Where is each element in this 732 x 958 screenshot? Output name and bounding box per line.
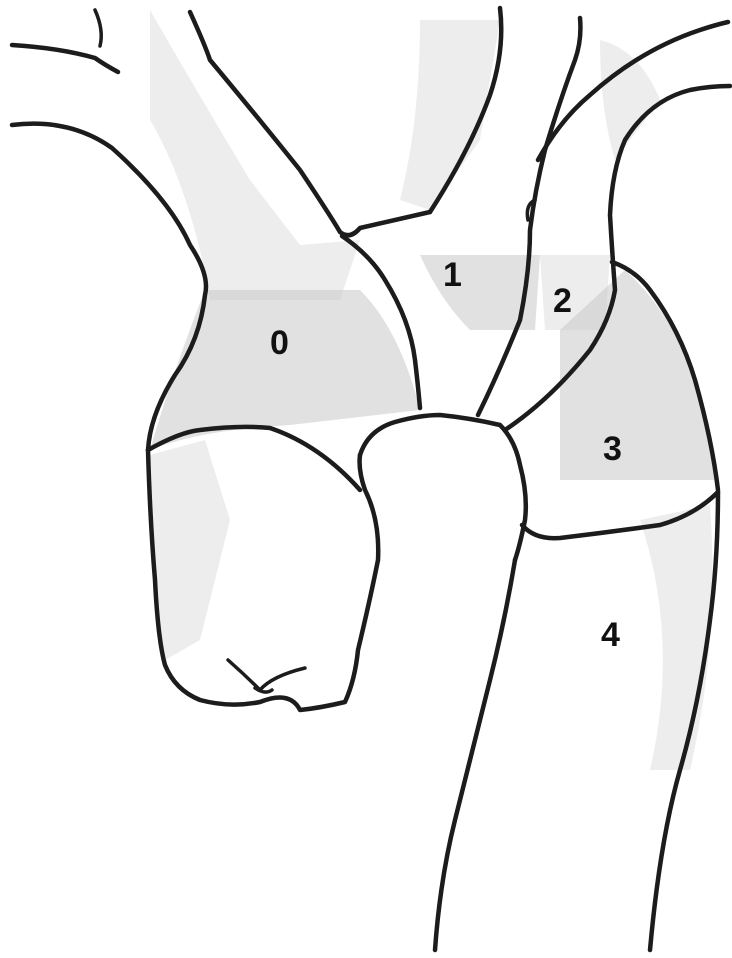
zone-label-2: 2 — [553, 284, 572, 318]
zone-label-4: 4 — [601, 618, 620, 652]
zone-label-3: 3 — [603, 432, 622, 466]
pencil-shading — [150, 10, 715, 770]
zone-label-0: 0 — [270, 326, 289, 360]
zone-label-1: 1 — [443, 258, 462, 292]
